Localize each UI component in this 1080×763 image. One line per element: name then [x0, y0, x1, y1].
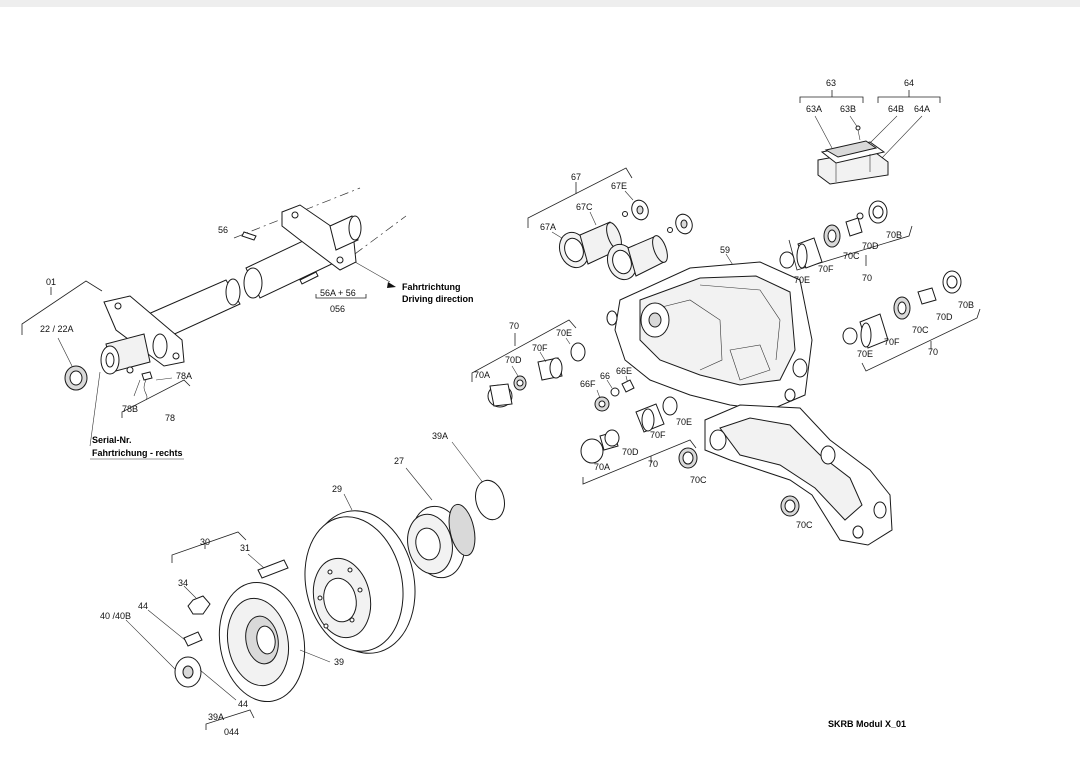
label-70b-r: 70B: [958, 300, 974, 310]
label-66e: 66E: [616, 366, 632, 376]
label-27: 27: [394, 456, 404, 466]
label-66: 66: [600, 371, 610, 381]
label-70-m: 70: [648, 459, 658, 469]
label-70e-r: 70E: [857, 349, 873, 359]
wheel-hub-assembly: [125, 531, 331, 730]
label-70f-tr: 70F: [818, 264, 834, 274]
label-34: 34: [178, 578, 188, 588]
label-56a-56: 56A + 56: [320, 288, 356, 298]
label-29: 29: [332, 484, 342, 494]
part-labels: 63 64 63A 63B 64B 64A 67 67E 67C 67A 59 …: [40, 78, 974, 737]
label-78: 78: [165, 413, 175, 423]
seal-70c-items: [678, 447, 800, 517]
label-70e-m: 70E: [676, 417, 692, 427]
label-70c-m: 70C: [690, 475, 707, 485]
label-63b: 63B: [840, 104, 856, 114]
label-056: 056: [330, 304, 345, 314]
label-78a: 78A: [176, 371, 192, 381]
label-67e: 67E: [611, 181, 627, 191]
label-70a-m: 70A: [594, 462, 610, 472]
repair-kit-top-right: [779, 200, 913, 271]
caliper-carrier: [704, 404, 893, 546]
label-63: 63: [826, 78, 836, 88]
repair-kit-middle: [580, 396, 697, 485]
label-78b: 78B: [122, 404, 138, 414]
label-70f-r: 70F: [884, 337, 900, 347]
brake-pad-set: [799, 90, 941, 185]
label-39a-top: 39A: [432, 431, 448, 441]
label-56: 56: [218, 225, 228, 235]
axle-assembly: [233, 187, 407, 299]
label-39a-bottom: 39A: [208, 712, 224, 722]
brake-caliper: [606, 253, 813, 411]
label-70c-b: 70C: [796, 520, 813, 530]
label-70d-m: 70D: [622, 447, 639, 457]
label-70b-tr: 70B: [886, 230, 902, 240]
label-70f-l: 70F: [532, 343, 548, 353]
label-64a: 64A: [914, 104, 930, 114]
label-44-top: 44: [138, 601, 148, 611]
label-67a: 67A: [540, 222, 556, 232]
label-40-40b: 40 /40B: [100, 611, 131, 621]
label-70d-tr: 70D: [862, 241, 879, 251]
brake-disc-hub-assembly: [304, 441, 505, 654]
label-66f: 66F: [580, 379, 596, 389]
repair-kit-left: [471, 319, 586, 408]
stub-axle-assembly: [21, 278, 241, 447]
label-63a: 63A: [806, 104, 822, 114]
label-67: 67: [571, 172, 581, 182]
label-70d-r: 70D: [936, 312, 953, 322]
label-30: 30: [200, 537, 210, 547]
label-44-bottom: 44: [238, 699, 248, 709]
label-70-l: 70: [509, 321, 519, 331]
serial-note-line2: Fahrtrichung - rechts: [92, 448, 183, 458]
label-64: 64: [904, 78, 914, 88]
label-70c-tr: 70C: [843, 251, 860, 261]
module-title: SKRB Modul X_01: [828, 719, 906, 729]
label-044: 044: [224, 727, 239, 737]
adjuster-assembly: [594, 375, 635, 412]
label-70c-r: 70C: [912, 325, 929, 335]
label-70a-l: 70A: [474, 370, 490, 380]
label-70d-l: 70D: [505, 355, 522, 365]
label-70e-l: 70E: [556, 328, 572, 338]
label-70e-tr: 70E: [794, 275, 810, 285]
direction-label-en: Driving direction: [402, 294, 474, 304]
label-22-22a: 22 / 22A: [40, 324, 74, 334]
label-39: 39: [334, 657, 344, 667]
direction-label-de: Fahrtrichtung: [402, 282, 461, 292]
label-59: 59: [720, 245, 730, 255]
tappet-set: [527, 167, 693, 281]
repair-kit-right: [842, 270, 981, 372]
top-bar: [0, 0, 1080, 7]
serial-note-line1: Serial-Nr.: [92, 435, 132, 445]
label-67c: 67C: [576, 202, 593, 212]
label-70-tr: 70: [862, 273, 872, 283]
label-64b: 64B: [888, 104, 904, 114]
label-31: 31: [240, 543, 250, 553]
label-70-r: 70: [928, 347, 938, 357]
label-01: 01: [46, 277, 56, 287]
label-70f-m: 70F: [650, 430, 666, 440]
